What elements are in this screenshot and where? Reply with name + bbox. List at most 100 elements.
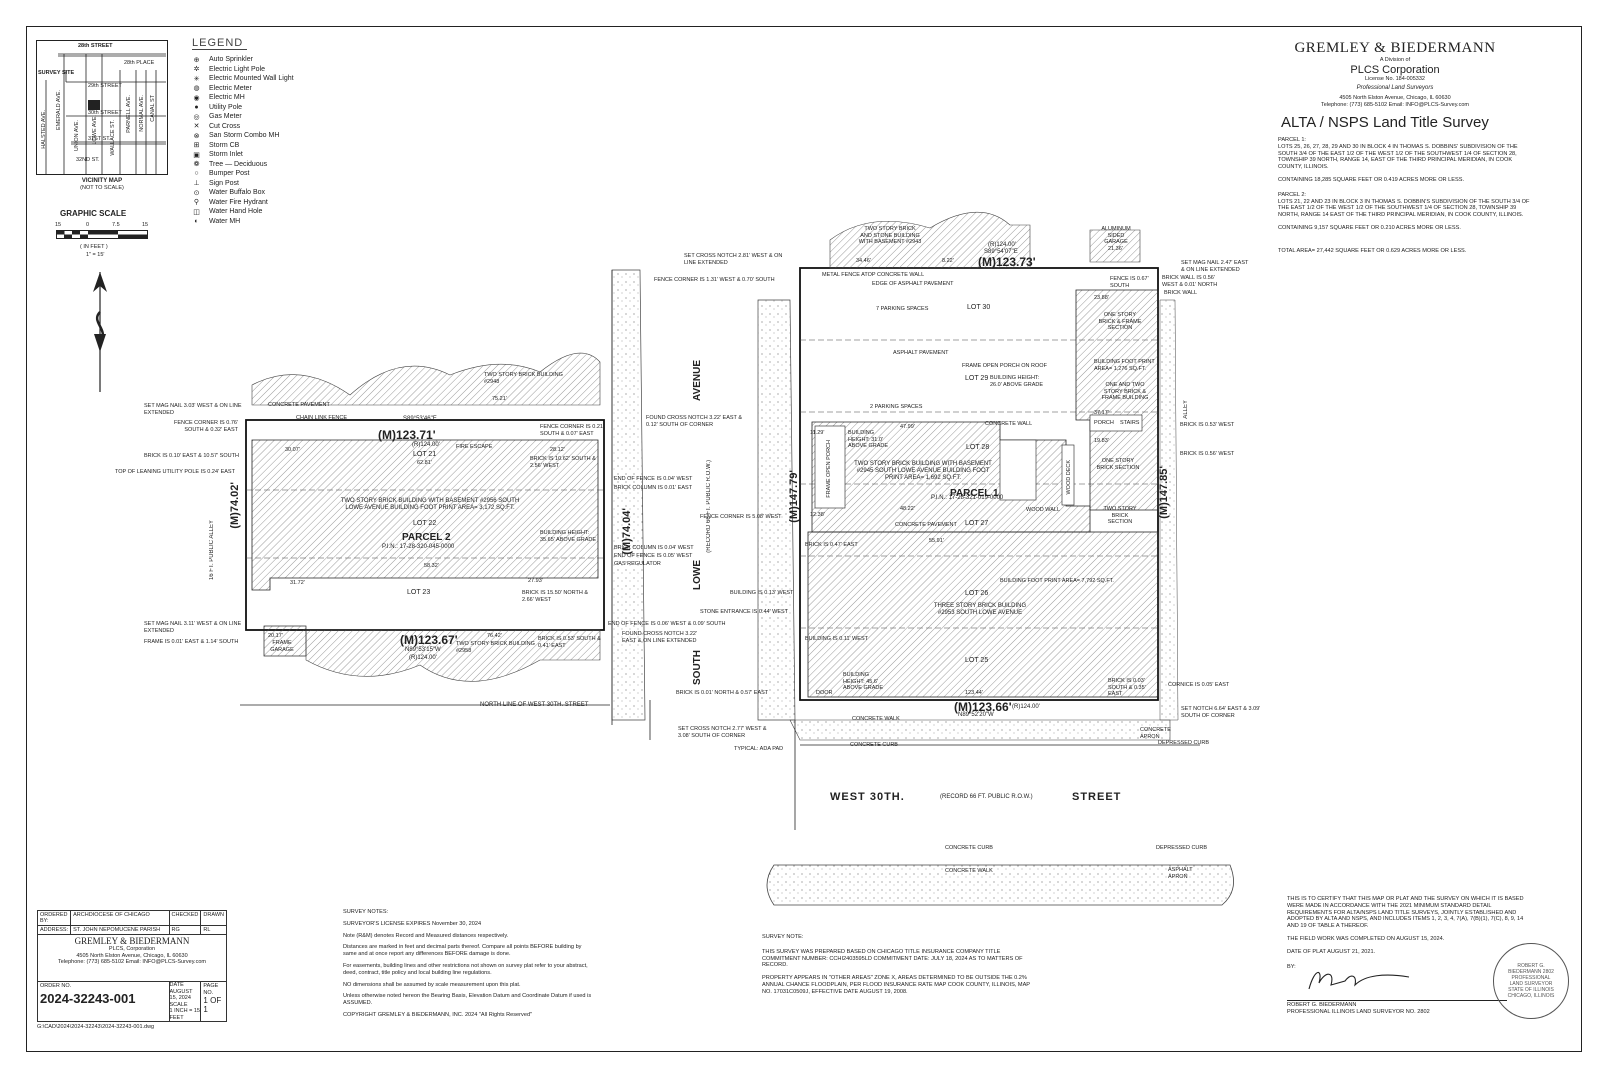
p2-note-right-2: BRICK IS 10.62' SOUTH & 2.56' WEST <box>530 456 596 469</box>
legend-item-label: Bumper Post <box>209 170 250 178</box>
light-pole-icon: ✲ <box>193 66 200 74</box>
legend-item: ❁Tree — Deciduous <box>192 160 342 170</box>
south-concrete-walk: CONCRETE WALK <box>945 868 993 874</box>
vicinity-caption: VICINITY MAP <box>81 178 123 184</box>
p2-south-neighbor: TWO STORY BRICK BUILDING #2958 <box>456 641 535 654</box>
south-depressed-curb: DEPRESSED CURB <box>1156 845 1208 851</box>
legend-item: ▣Storm Inlet <box>192 150 342 160</box>
title-commitment-note: THIS SURVEY WAS PREPARED BASED ON CHICAG… <box>762 948 1025 969</box>
vicinity-map-drawing <box>36 40 168 175</box>
lot-25: LOT 25 <box>965 657 989 664</box>
p2-dim-2: 28.12' <box>550 447 565 453</box>
legend-item-label: Storm CB <box>209 141 240 149</box>
p1-note-6: BUILDING IS 0.11' WEST <box>805 636 868 642</box>
p1-note-18: SET NOTCH 6.64' EAST & 3.09' SOUTH OF CO… <box>1181 706 1261 719</box>
p2-note-left-0: SET MAG NAIL 3.03' WEST & ON LINE EXTEND… <box>144 403 242 416</box>
north-neighbor-2943 <box>829 211 1031 269</box>
vicinity-caption-scale: (NOT TO SCALE) <box>80 185 124 191</box>
p1-note-8: SET CROSS NOTCH 2.77' WEST & 3.08' SOUTH… <box>678 726 767 739</box>
p1-note-10: SET MAG NAIL 2.47' EAST & ON LINE EXTEND… <box>1181 260 1249 273</box>
p2-dim-8: 75.21' <box>492 396 507 402</box>
p1-dim-3: 23.88' <box>1094 295 1109 301</box>
p2-note-right-9: END OF FENCE IS 0.06' WEST & 0.09' SOUTH <box>608 621 726 627</box>
legend-item: ✳Electric Mounted Wall Light <box>192 74 342 84</box>
p1-dim-4: 47.99' <box>900 424 915 430</box>
bumper-post-icon: ○ <box>194 170 199 178</box>
p1-dim-8: 55.91' <box>929 538 944 544</box>
north-arrow-icon <box>93 272 107 392</box>
firm-division: A Division of <box>1379 57 1411 63</box>
parcel2-heading: PARCEL 2: <box>1278 191 1306 198</box>
p2-note-right-0: FOUND CROSS NOTCH 3.22' EAST & 0.12' SOU… <box>646 415 742 428</box>
tb-date-label: DATE <box>169 982 184 988</box>
p2-note-right-4: BRICK COLUMN IS 0.01' EAST <box>614 485 693 491</box>
legend-item-label: Tree — Deciduous <box>209 160 268 168</box>
p1-dim-2: 21.36' <box>1108 246 1123 252</box>
surveyor-name: ROBERT G. BIEDERMANN <box>1287 1002 1357 1008</box>
legend-item-label: Water MH <box>209 217 241 225</box>
p1-frame-open-porch: FRAME OPEN PORCH <box>826 440 832 498</box>
legend-list: ⊕Auto Sprinkler✲Electric Light Pole✳Elec… <box>192 55 342 226</box>
west30-record-row: (RECORD 66 FT. PUBLIC R.O.W.) <box>940 794 1033 800</box>
legend-item-label: San Storm Combo MH <box>209 132 280 140</box>
p1-note-12: BRICK WALL <box>1164 290 1198 296</box>
certification-text: THIS IS TO CERTIFY THAT THIS MAP OR PLAT… <box>1287 896 1526 930</box>
signature-by: BY: <box>1287 963 1296 970</box>
p1-dim-7: 48.22' <box>900 506 915 512</box>
vicinity-street-31st: 31ST ST. <box>88 136 111 142</box>
parcel1-area: CONTAINING 18,285 SQUARE FEET OR 0.419 A… <box>1278 176 1464 183</box>
p2-note-right-5: BRICK COLUMN IS 0.04' WEST <box>614 545 694 551</box>
water-hand-hole-icon: ◫ <box>193 208 200 216</box>
firm-corp: PLCS Corporation <box>1350 63 1440 76</box>
parcel2-building <box>251 439 599 591</box>
p2-note-left-2: BRICK IS 0.10' EAST & 10.57' SOUTH <box>144 453 239 459</box>
p1-west-dim: (M)147.79' <box>788 470 800 523</box>
p2-dim-6: 76.42' <box>487 633 502 639</box>
scale-tick-0: 15 <box>55 222 62 228</box>
east-walk <box>1159 299 1179 721</box>
surveyor-title: PROFESSIONAL ILLINOIS LAND SURVEYOR NO. … <box>1287 1009 1430 1015</box>
scale-ratio: 1" = 15' <box>86 252 105 258</box>
legend-item: ⊗San Storm Combo MH <box>192 131 342 141</box>
graphic-scale-title: GRAPHIC SCALE <box>60 209 127 218</box>
p1-one-story-brick: ONE STORY BRICK SECTION <box>1096 458 1140 471</box>
survey-note-block: SURVEY NOTE: THIS SURVEY WAS PREPARED BA… <box>762 934 1032 996</box>
surveyor-seal: ROBERT G. BIEDERMANN 2802 PROFESSIONAL L… <box>1493 943 1569 1019</box>
tb-checked-value: RG <box>168 925 202 935</box>
firm-tagline: Professional Land Surveyors <box>1356 85 1434 91</box>
p2-note-left-1: FENCE CORNER IS 0.76' SOUTH & 0.32' EAST <box>173 420 238 433</box>
tb-scale: 1 INCH = 15 FEET <box>169 1008 200 1021</box>
legend-item-label: Water Buffalo Box <box>209 189 266 197</box>
p1-note-2: FENCE CORNER IS 5.08' WEST <box>700 514 782 520</box>
p1-note-7: BRICK IS 0.01' NORTH & 0.57' EAST <box>676 690 769 696</box>
p1-wood-wall: WOOD WALL <box>1026 507 1061 513</box>
survey-note-item: NO dimensions shall be assumed by scale … <box>343 981 521 988</box>
p2-note-right-11: BRICK IS 0.53' SOUTH & 0.41' EAST <box>538 636 601 649</box>
frame-garage-label: FRAME GARAGE <box>270 640 294 653</box>
p2-dim-4: 31.72' <box>290 580 305 586</box>
tb-drawn-label: DRAWN <box>200 910 227 926</box>
p1-note-9: TYPICAL: ADA PAD <box>734 746 784 752</box>
legend: LEGEND ⊕Auto Sprinkler✲Electric Light Po… <box>192 37 342 226</box>
storm-cb-icon: ⊞ <box>193 142 200 150</box>
tb-address-label: ADDRESS: <box>36 925 72 935</box>
legend-item-label: Cut Cross <box>209 122 241 130</box>
p2-note-right-1: FENCE CORNER IS 0.21' SOUTH & 0.07' EAST <box>540 424 605 437</box>
p1-north-neighbor: TWO STORY BRICK AND STONE BUILDING WITH … <box>858 226 922 245</box>
legend-item: ◎Gas Meter <box>192 112 342 122</box>
p2-note-right-3: END OF FENCE IS 0.04' WEST <box>614 476 693 482</box>
survey-note-item: For easements, building lines and other … <box>343 962 590 976</box>
p1-dim-1: 8.22' <box>942 258 954 264</box>
survey-notes-heading: SURVEY NOTES: <box>343 909 389 915</box>
survey-note-item: Distances are marked in feet and decimal… <box>343 944 584 958</box>
vicinity-street-28th: 28th STREET <box>78 43 113 49</box>
p1-south-bearing: N89°52'20"W <box>958 712 994 718</box>
p1-note-13: FENCE IS 0.67' SOUTH <box>1110 276 1149 289</box>
parcel1-building-2953 <box>807 531 1159 698</box>
p1-note-22: CONCRETE CURB <box>850 742 898 748</box>
legend-item-label: Storm Inlet <box>209 151 243 159</box>
legend-item: ○ Bumper Post <box>192 169 342 179</box>
p1-area-26: BUILDING FOOT PRINT AREA= 7,792 SQ.FT. <box>1000 578 1114 584</box>
west-alley-label: 16 FT. PUBLIC ALLEY <box>209 520 215 581</box>
electric-mh-icon: ◉ <box>193 94 200 102</box>
